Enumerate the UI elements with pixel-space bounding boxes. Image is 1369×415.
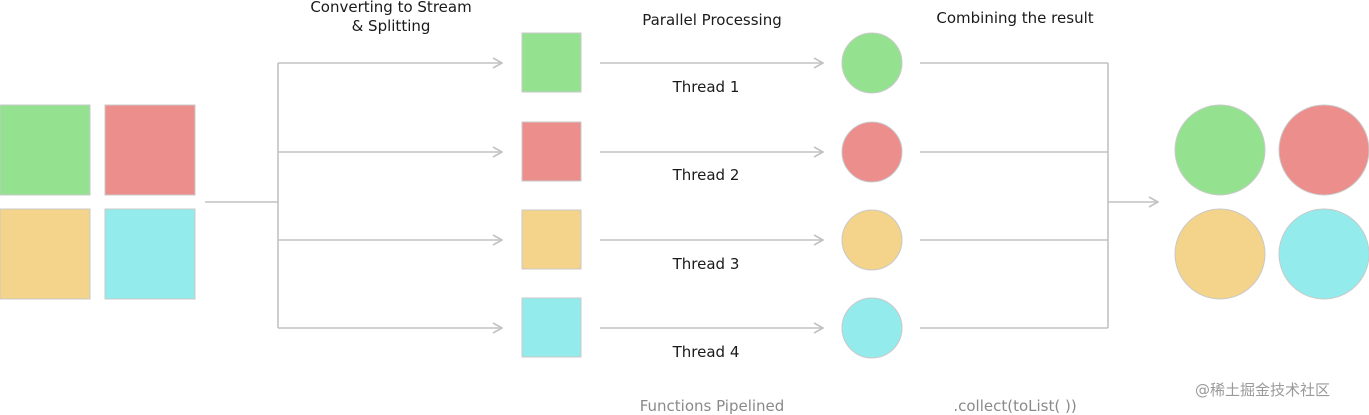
watermark-text: @稀土掘金技术社区 bbox=[1195, 381, 1331, 399]
input-square-2 bbox=[104, 104, 196, 196]
header-split-line2: & Splitting bbox=[351, 17, 431, 35]
thread-4-label: Thread 4 bbox=[672, 343, 740, 361]
thread-square-2 bbox=[521, 121, 582, 182]
thread-2-label: Thread 2 bbox=[672, 166, 740, 184]
result-circle-1 bbox=[1174, 104, 1266, 196]
shapes-layer bbox=[0, 32, 1369, 359]
header-combining-result: Combining the result bbox=[936, 9, 1094, 27]
input-square-1 bbox=[0, 104, 91, 196]
thread-circle-2 bbox=[841, 121, 903, 183]
header-split-line1: Converting to Stream bbox=[310, 0, 472, 16]
functions-pipelined-caption: Functions Pipelined bbox=[639, 397, 785, 415]
thread-square-3 bbox=[521, 209, 582, 270]
thread-circle-4 bbox=[841, 297, 903, 359]
input-square-3 bbox=[0, 208, 91, 300]
result-circle-2 bbox=[1278, 104, 1369, 196]
thread-circle-3 bbox=[841, 209, 903, 271]
input-square-4 bbox=[104, 208, 196, 300]
thread-3-label: Thread 3 bbox=[672, 255, 740, 273]
result-circle-4 bbox=[1278, 208, 1369, 300]
thread-square-4 bbox=[521, 297, 582, 358]
thread-1-label: Thread 1 bbox=[672, 78, 740, 96]
thread-circle-1 bbox=[841, 32, 903, 94]
header-parallel-processing: Parallel Processing bbox=[642, 11, 782, 29]
connector-lines bbox=[205, 63, 1158, 328]
thread-square-1 bbox=[521, 32, 582, 93]
collect-to-list-caption: .collect(toList( )) bbox=[953, 397, 1077, 415]
result-circle-3 bbox=[1174, 208, 1266, 300]
